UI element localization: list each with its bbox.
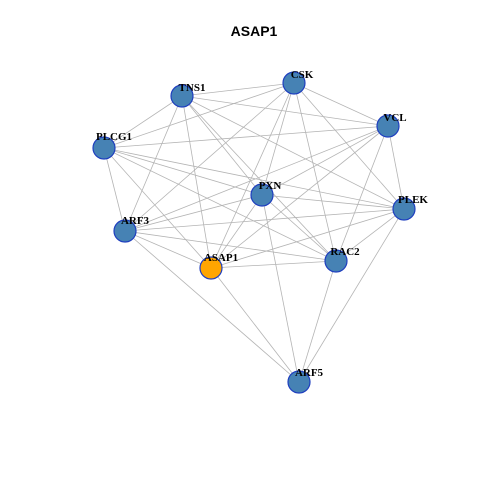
edge-csk-arf3 xyxy=(124,82,295,232)
edge-tns1-rac2 xyxy=(181,95,337,262)
edge-arf3-rac2 xyxy=(124,230,337,262)
node-label-plcg1: PLCG1 xyxy=(96,131,132,143)
edge-pxn-rac2 xyxy=(261,194,337,262)
node-plek[interactable]: PLEK xyxy=(392,194,428,221)
edge-pxn-arf5 xyxy=(261,194,300,383)
edge-tns1-vcl xyxy=(181,95,389,127)
node-circle-rac2[interactable] xyxy=(324,249,348,273)
edge-csk-asap1 xyxy=(210,82,295,269)
edge-csk-pxn xyxy=(261,82,295,196)
node-rac2[interactable]: RAC2 xyxy=(324,246,360,273)
node-label-plek: PLEK xyxy=(398,194,428,206)
node-circle-asap1[interactable] xyxy=(199,256,223,280)
edge-csk-plek xyxy=(293,82,405,210)
edge-arf3-asap1 xyxy=(124,230,212,269)
edge-pxn-asap1 xyxy=(210,194,263,269)
edge-plcg1-asap1 xyxy=(103,147,212,269)
edge-tns1-arf3 xyxy=(124,95,183,232)
edge-plcg1-pxn xyxy=(103,147,263,196)
edge-tns1-asap1 xyxy=(181,95,212,269)
edge-rac2-arf5 xyxy=(298,260,337,383)
node-circle-csk[interactable] xyxy=(282,71,306,95)
edge-vcl-pxn xyxy=(261,125,389,196)
edge-asap1-arf5 xyxy=(210,267,300,383)
node-circle-arf5[interactable] xyxy=(287,370,311,394)
edge-vcl-asap1 xyxy=(210,125,389,269)
edge-csk-vcl xyxy=(293,82,389,127)
diagram-title: ASAP1 xyxy=(231,23,278,39)
edge-plcg1-rac2 xyxy=(103,147,337,262)
node-pxn[interactable]: PXN xyxy=(250,180,282,207)
edge-plcg1-plek xyxy=(103,147,405,210)
edge-vcl-plcg1 xyxy=(103,125,389,149)
node-asap1[interactable]: ASAP1 xyxy=(199,252,238,280)
edge-tns1-pxn xyxy=(181,95,263,196)
node-label-pxn: PXN xyxy=(259,180,282,192)
node-plcg1[interactable]: PLCG1 xyxy=(92,131,132,160)
edge-tns1-plek xyxy=(181,95,405,210)
node-label-asap1: ASAP1 xyxy=(204,252,238,264)
node-label-vcl: VCL xyxy=(383,112,406,124)
node-circle-vcl[interactable] xyxy=(376,114,400,138)
edge-plek-rac2 xyxy=(335,208,405,262)
node-circle-tns1[interactable] xyxy=(170,84,194,108)
edge-csk-rac2 xyxy=(293,82,337,262)
node-csk[interactable]: CSK xyxy=(282,69,314,95)
edge-csk-plcg1 xyxy=(103,82,295,149)
edge-asap1-rac2 xyxy=(210,260,337,269)
edge-vcl-rac2 xyxy=(335,125,389,262)
edge-pxn-plek xyxy=(261,194,405,210)
node-arf5[interactable]: ARF5 xyxy=(287,367,324,394)
node-arf3[interactable]: ARF3 xyxy=(113,215,150,243)
edge-pxn-arf3 xyxy=(124,194,263,232)
edge-plek-asap1 xyxy=(210,208,405,269)
node-vcl[interactable]: VCL xyxy=(376,112,407,138)
edges-layer xyxy=(103,82,405,383)
edge-plek-arf5 xyxy=(298,208,405,383)
node-tns1[interactable]: TNS1 xyxy=(170,82,206,108)
edge-plek-arf3 xyxy=(124,208,405,232)
node-circle-plek[interactable] xyxy=(392,197,416,221)
edge-tns1-csk xyxy=(181,82,295,97)
node-label-arf5: ARF5 xyxy=(295,367,324,379)
node-circle-plcg1[interactable] xyxy=(92,136,116,160)
edge-plcg1-arf3 xyxy=(103,147,126,232)
edge-tns1-plcg1 xyxy=(103,95,183,149)
node-label-csk: CSK xyxy=(291,69,314,81)
node-circle-pxn[interactable] xyxy=(250,183,274,207)
edge-vcl-arf3 xyxy=(124,125,389,232)
node-circle-arf3[interactable] xyxy=(113,219,137,243)
node-label-arf3: ARF3 xyxy=(121,215,150,227)
edge-vcl-plek xyxy=(387,125,405,210)
edge-arf3-arf5 xyxy=(124,230,300,383)
node-label-tns1: TNS1 xyxy=(179,82,206,94)
node-label-rac2: RAC2 xyxy=(330,246,360,258)
